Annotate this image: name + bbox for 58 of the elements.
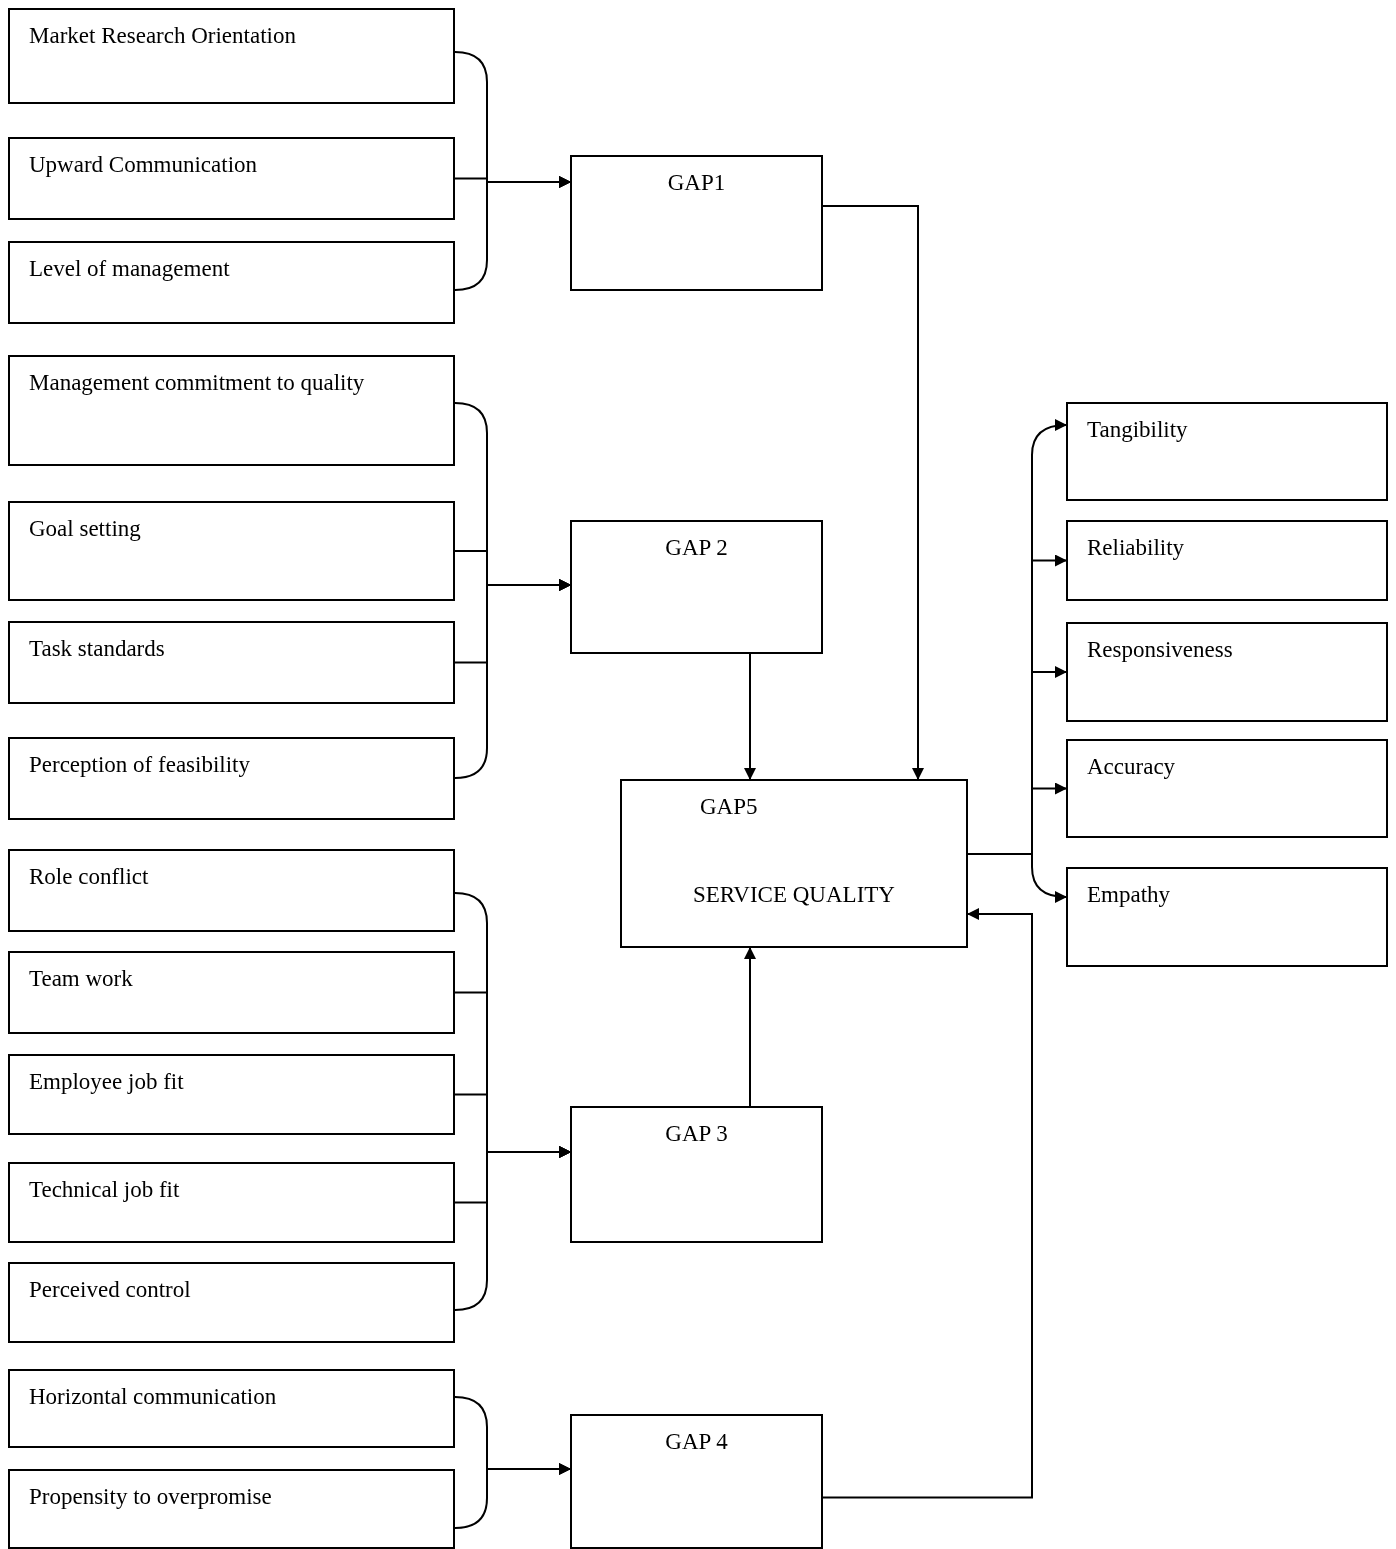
factor-box	[8, 241, 455, 324]
box-label: Empathy	[1087, 881, 1172, 909]
box-label: Propensity to overpromise	[29, 1483, 273, 1511]
factor-box	[8, 1469, 455, 1549]
factor-box	[1066, 739, 1388, 838]
connector-arrow	[744, 653, 756, 780]
box-label: Responsiveness	[1087, 636, 1234, 664]
factor-box	[1066, 520, 1388, 601]
gap-box	[570, 1414, 823, 1549]
factor-box	[8, 849, 455, 932]
box-label: GAP1	[666, 169, 727, 197]
connector-arrow	[822, 205, 924, 780]
connector-arrow	[744, 947, 756, 1107]
factor-box	[8, 355, 455, 466]
box-label: Role conflict	[29, 863, 150, 891]
box-label: GAP 2	[664, 534, 729, 562]
box-label: Reliability	[1087, 534, 1186, 562]
box-label: SERVICE QUALITY	[692, 881, 896, 909]
box-heading: GAP5	[700, 793, 758, 821]
connector-arrow	[454, 579, 571, 779]
box-label: Technical job fit	[29, 1176, 181, 1204]
box-label: Task standards	[29, 635, 166, 663]
connector-arrow	[454, 1463, 571, 1529]
box-label: Perception of feasibility	[29, 751, 251, 779]
factor-box	[8, 951, 455, 1034]
factor-box	[1066, 402, 1388, 501]
factor-box	[8, 501, 455, 601]
box-label: Tangibility	[1087, 416, 1189, 444]
gap-box	[570, 1106, 823, 1243]
box-label: Upward Communication	[29, 151, 259, 179]
box-label: Goal setting	[29, 515, 142, 543]
box-label: GAP 3	[664, 1120, 729, 1148]
factor-box	[8, 1054, 455, 1135]
box-label: GAP 4	[664, 1428, 729, 1456]
factor-box	[1066, 867, 1388, 967]
factor-box	[8, 737, 455, 820]
box-label: Management commitment to quality	[29, 369, 366, 397]
box-label: Accuracy	[1087, 753, 1177, 781]
factor-box	[8, 1262, 455, 1343]
box-label: Perceived control	[29, 1276, 192, 1304]
gap-box	[570, 155, 823, 291]
gap-box	[620, 779, 968, 948]
factor-box	[8, 621, 455, 704]
factor-box	[8, 8, 455, 104]
box-label: Team work	[29, 965, 134, 993]
connector-arrow	[454, 1146, 571, 1311]
factor-box	[8, 1369, 455, 1448]
factor-box	[8, 137, 455, 220]
box-label: Horizontal communication	[29, 1383, 278, 1411]
gap-box	[570, 520, 823, 654]
connector-arrow	[967, 853, 1067, 903]
connector-arrow	[822, 908, 1033, 1499]
factor-box	[1066, 622, 1388, 722]
factor-box	[8, 1162, 455, 1243]
box-label: Level of management	[29, 255, 231, 283]
box-label: Market Research Orientation	[29, 22, 297, 50]
box-label: Employee job fit	[29, 1068, 185, 1096]
connector-arrow	[454, 176, 571, 291]
